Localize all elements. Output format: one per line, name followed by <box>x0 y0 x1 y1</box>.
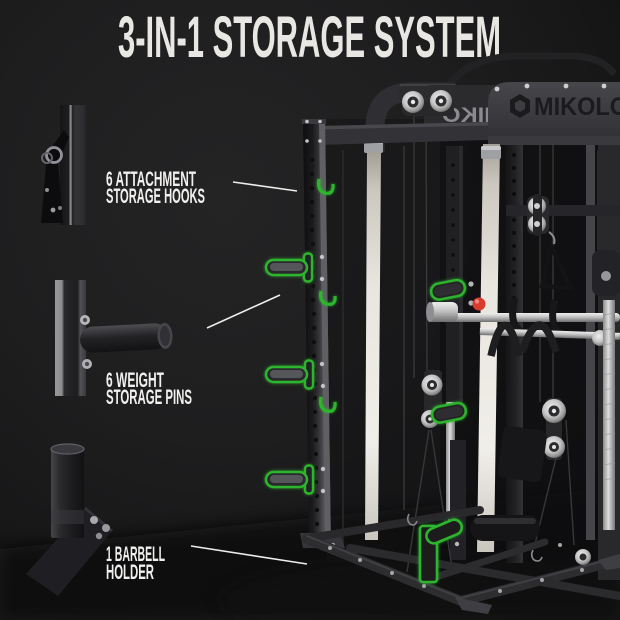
svg-text:MIKOLO: MIKOLO <box>534 93 620 121</box>
svg-text:6 WEIGHT: 6 WEIGHT <box>106 369 164 392</box>
svg-text:6 ATTACHMENT: 6 ATTACHMENT <box>106 168 196 191</box>
svg-text:STORAGE HOOKS: STORAGE HOOKS <box>106 185 205 208</box>
svg-text:3-IN-1 STORAGE SYSTEM: 3-IN-1 STORAGE SYSTEM <box>118 5 501 70</box>
svg-text:STORAGE PINS: STORAGE PINS <box>106 386 192 409</box>
svg-text:HOLDER: HOLDER <box>106 561 154 584</box>
svg-text:1 BARBELL: 1 BARBELL <box>106 543 165 566</box>
